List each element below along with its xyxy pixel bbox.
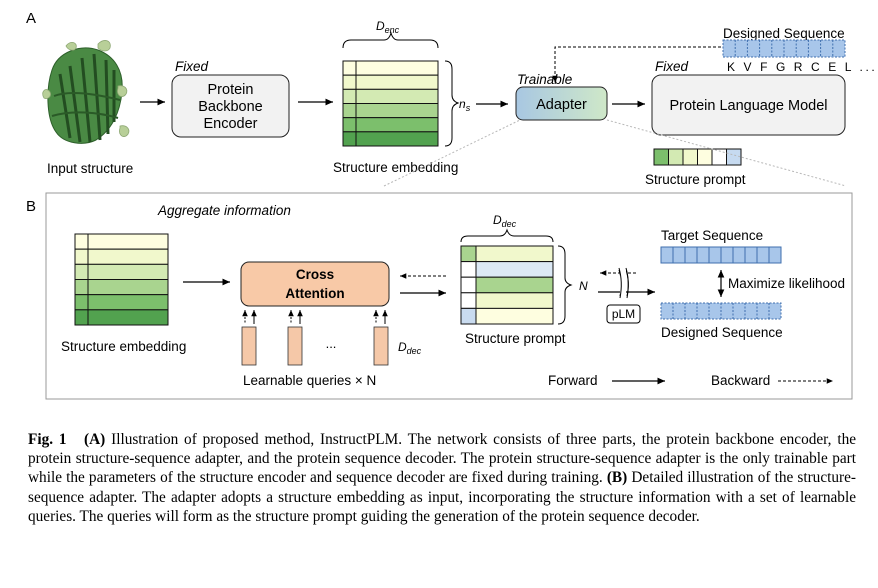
designed-sequence-label-b: Designed Sequence bbox=[661, 325, 783, 340]
cross-attention-line-2: Attention bbox=[285, 286, 344, 301]
query-bar-1 bbox=[241, 326, 257, 366]
matrix-row bbox=[74, 233, 169, 250]
query-bar-3 bbox=[373, 326, 389, 366]
prompt-row bbox=[475, 261, 554, 278]
prompt-cell bbox=[726, 148, 742, 166]
caption-b-tag: (B) bbox=[606, 469, 628, 487]
caption-b-text: Detailed illustration of the structure-s… bbox=[28, 469, 856, 525]
designed-sequence-cells-a bbox=[722, 39, 846, 58]
matrix-row bbox=[342, 60, 439, 76]
matrix-row bbox=[342, 103, 439, 119]
prompt-cell bbox=[682, 148, 698, 166]
embedding-dim-label: Denc bbox=[376, 19, 400, 35]
caption-fig-label: Fig. 1 bbox=[28, 431, 67, 448]
adapter-trainable-tag: Trainable bbox=[517, 72, 572, 87]
matrix-row bbox=[342, 131, 439, 147]
adapter-box bbox=[515, 86, 608, 121]
protein-language-model-box bbox=[651, 74, 846, 136]
prompt-row bbox=[475, 245, 554, 263]
figure-diagram: A Input structure Fixed Protein Backbone… bbox=[26, 10, 877, 400]
prompt-first-cell bbox=[460, 245, 477, 263]
matrix-row bbox=[74, 309, 169, 326]
queries-dim-label: Ddec bbox=[398, 340, 422, 356]
learnable-queries-caption: Learnable queries × N bbox=[243, 373, 376, 388]
structure-embedding-matrix bbox=[342, 60, 439, 147]
matrix-row bbox=[74, 248, 169, 265]
prompt-first-cell-blue bbox=[460, 307, 477, 325]
prompt-row bbox=[475, 307, 554, 325]
panel-a-label: A bbox=[26, 10, 36, 27]
adapter-label: Adapter bbox=[536, 97, 587, 113]
protein-backbone-encoder bbox=[171, 74, 290, 138]
matrix-row bbox=[342, 74, 439, 90]
prompt-side-brace bbox=[557, 245, 573, 325]
encoder-line-1: Protein bbox=[208, 82, 254, 98]
structure-embedding-caption: Structure embedding bbox=[333, 160, 458, 175]
matrix-row bbox=[342, 117, 439, 133]
cross-attention-line-1: Cross bbox=[296, 267, 334, 282]
prompt-row bbox=[475, 292, 554, 309]
embedding-top-brace bbox=[342, 31, 439, 49]
structure-embedding-caption-b: Structure embedding bbox=[61, 339, 186, 354]
structure-prompt-matrix-b bbox=[460, 245, 554, 325]
protein-structure-image bbox=[42, 40, 130, 144]
embedding-side-brace bbox=[444, 60, 460, 147]
prompt-cell bbox=[668, 148, 684, 166]
target-sequence-label: Target Sequence bbox=[661, 228, 763, 243]
prompt-first-cell bbox=[460, 292, 477, 309]
structure-embedding-matrix-b bbox=[74, 233, 169, 326]
caption-a-text: Illustration of proposed method, Instruc… bbox=[28, 431, 857, 487]
matrix-row bbox=[342, 88, 439, 105]
maximize-likelihood-label: Maximize likelihood bbox=[728, 276, 845, 291]
plm-small-box bbox=[606, 304, 641, 324]
structure-prompt-cells-a bbox=[653, 148, 742, 166]
plm-fixed-tag: Fixed bbox=[655, 59, 689, 74]
prompt-top-brace bbox=[460, 228, 554, 243]
matrix-row bbox=[74, 279, 169, 296]
plm-label: Protein Language Model bbox=[669, 98, 827, 114]
embedding-side-label: ns bbox=[459, 97, 471, 113]
matrix-row bbox=[74, 263, 169, 281]
legend-forward-label: Forward bbox=[548, 373, 598, 388]
learnable-queries bbox=[241, 310, 389, 366]
prompt-cell bbox=[697, 148, 713, 166]
cross-attention-box bbox=[240, 261, 390, 307]
figure-caption: Fig. 1 (A) Illustration of proposed meth… bbox=[28, 430, 856, 526]
prompt-first-cell bbox=[460, 276, 477, 294]
plm-small-label: pLM bbox=[612, 307, 635, 321]
target-sequence-cells bbox=[660, 246, 782, 264]
designed-sequence-label-a: Designed Sequence bbox=[723, 26, 845, 41]
queries-ellipsis: ... bbox=[326, 336, 337, 351]
matrix-row bbox=[74, 294, 169, 311]
panel-b-label: B bbox=[26, 198, 36, 215]
aggregate-information-title: Aggregate information bbox=[157, 203, 291, 218]
input-structure-caption: Input structure bbox=[47, 161, 133, 176]
encoder-fixed-tag: Fixed bbox=[175, 59, 209, 74]
caption-a-tag: (A) bbox=[84, 431, 106, 448]
legend-backward-label: Backward bbox=[711, 373, 770, 388]
prompt-row bbox=[475, 276, 554, 294]
structure-prompt-caption-a: Structure prompt bbox=[645, 172, 746, 187]
query-bar-2 bbox=[287, 326, 303, 366]
prompt-side-label: N bbox=[579, 279, 588, 293]
prompt-first-cell bbox=[460, 261, 477, 278]
structure-prompt-caption-b: Structure prompt bbox=[465, 331, 566, 346]
encoder-line-3: Encoder bbox=[203, 116, 257, 132]
prompt-cell bbox=[653, 148, 669, 166]
designed-sequence-cells-b bbox=[660, 302, 782, 320]
prompt-dim-label: Ddec bbox=[493, 213, 517, 229]
encoder-line-2: Backbone bbox=[198, 99, 263, 115]
designed-sequence-letters: K V F G R C E L ... bbox=[727, 60, 877, 74]
feedback-dashed-arrow bbox=[552, 46, 721, 82]
